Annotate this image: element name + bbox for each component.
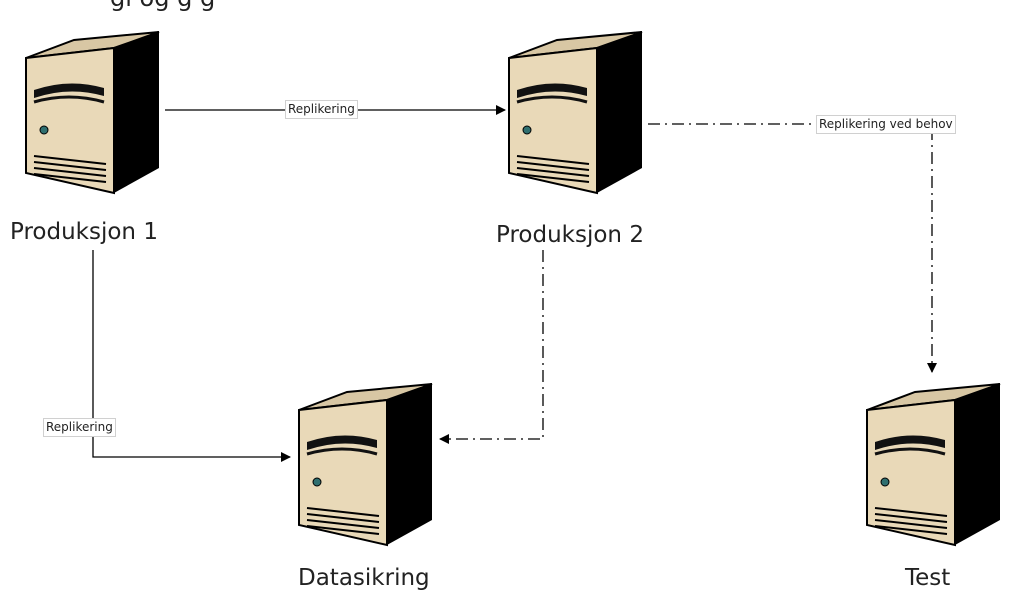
edge-p2-datasikring — [439, 250, 544, 444]
edge-p2-test — [648, 123, 937, 373]
edge-label-p1-datasikring: Replikering — [43, 418, 116, 437]
server-icon-produksjon-2 — [497, 18, 647, 198]
server-icon-test — [855, 370, 1005, 550]
edge-label-p2-test: Replikering ved behov — [816, 115, 956, 134]
node-label-produksjon-1: Produksjon 1 — [10, 219, 158, 245]
clipped-heading-text: gi og g g — [110, 0, 215, 12]
server-icon-datasikring — [287, 370, 437, 550]
server-icon-produksjon-1 — [14, 18, 164, 198]
node-label-produksjon-2: Produksjon 2 — [496, 222, 644, 248]
node-label-test: Test — [905, 565, 951, 591]
node-label-datasikring: Datasikring — [298, 565, 430, 591]
edge-label-p1-p2: Replikering — [285, 100, 358, 119]
edge-p1-datasikring — [92, 250, 291, 462]
